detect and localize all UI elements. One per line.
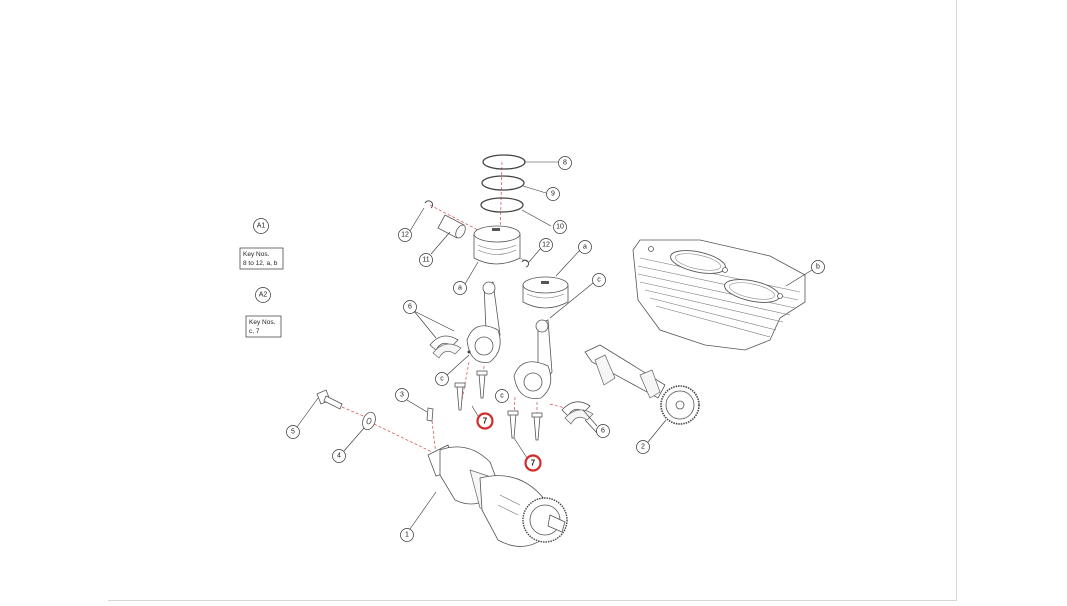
- callout-7-right: 7: [524, 454, 542, 472]
- callout-11: 11: [419, 253, 433, 267]
- callout-c-right-upper: c: [592, 273, 606, 287]
- callout-8: 8: [558, 156, 572, 170]
- callout-6-right-label: 6: [601, 428, 605, 435]
- callout-c-right-lower-label: c: [500, 393, 504, 400]
- callout-a-left-label: a: [458, 285, 462, 292]
- balancer-shaft: [584, 344, 700, 425]
- callout-c-right-upper-label: c: [597, 277, 601, 284]
- gudgeon-pin: [437, 214, 466, 239]
- callout-11-label: 11: [422, 257, 429, 264]
- crank-bolt: [316, 389, 376, 422]
- callout-b-label: b: [816, 264, 820, 271]
- legend-a2-circle-label: A2: [259, 292, 268, 299]
- callout-1-label: 1: [405, 532, 409, 539]
- callout-c-left-label: c: [440, 376, 444, 383]
- oil-control-ring: [480, 197, 524, 213]
- callout-10-label: 10: [556, 224, 564, 231]
- left-conrod-bolts: [454, 370, 488, 411]
- callout-8-label: 8: [563, 160, 567, 167]
- crankshaft: [427, 444, 568, 547]
- callout-3: 3: [395, 388, 409, 402]
- crank-washer: [362, 411, 433, 453]
- right-conrod-bolts: [507, 410, 543, 441]
- callout-a-left: a: [453, 281, 467, 295]
- callout-7-left-label: 7: [483, 417, 488, 426]
- callout-c-left: c: [435, 372, 449, 386]
- left-circlip: [424, 200, 433, 209]
- legend-a1-circle-label: A1: [257, 223, 266, 230]
- callout-3-label: 3: [400, 392, 404, 399]
- second-compression-ring: [481, 175, 525, 191]
- callout-9-label: 9: [551, 191, 555, 198]
- callout-4-label: 4: [337, 453, 341, 460]
- legend-a1: A1 Key Nos. 8 to 12, a, b: [239, 218, 284, 270]
- callout-7-left: 7: [476, 412, 494, 430]
- callout-6-left: 6: [403, 300, 417, 314]
- callout-10: 10: [553, 220, 567, 234]
- callout-2: 2: [636, 440, 650, 454]
- cylinder-block: [632, 239, 806, 351]
- callout-4: 4: [332, 449, 346, 463]
- callout-1: 1: [400, 528, 414, 542]
- left-connecting-rod: [461, 281, 501, 401]
- callout-a-right-label: a: [583, 244, 587, 251]
- right-piston: [521, 259, 569, 309]
- legend-a2-box-line1: Key Nos.: [249, 319, 276, 326]
- left-piston-assembly: [424, 200, 529, 265]
- right-bearing-shells: [561, 401, 594, 425]
- callout-12-left: 12: [398, 228, 412, 242]
- left-piston: [473, 225, 521, 265]
- callout-5-label: 5: [291, 429, 295, 436]
- leader-lines: [296, 161, 813, 530]
- callout-6-left-label: 6: [408, 304, 412, 311]
- legend-a1-box-line2: 8 to 12, a, b: [243, 260, 278, 267]
- callout-12-right: 12: [539, 238, 553, 252]
- callout-9: 9: [546, 187, 560, 201]
- page-frame-right-border: [956, 0, 957, 601]
- right-circlip: [521, 259, 530, 268]
- callout-b: b: [811, 260, 825, 274]
- top-compression-ring: [482, 154, 526, 170]
- callout-6-right: 6: [596, 424, 610, 438]
- callout-5: 5: [286, 425, 300, 439]
- dowel-pin: [426, 407, 437, 456]
- callout-12-right-label: 12: [542, 242, 550, 249]
- left-bearing-shells: [429, 335, 462, 359]
- legend-a2: A2 Key Nos. c, 7: [245, 287, 282, 338]
- callout-a-right: a: [578, 240, 592, 254]
- callout-12-left-label: 12: [401, 232, 409, 239]
- callout-7-right-label: 7: [531, 459, 536, 468]
- legend-a1-box-line1: Key Nos.: [243, 251, 270, 258]
- callout-c-right-lower: c: [495, 389, 509, 403]
- callout-2-label: 2: [641, 444, 645, 451]
- legend-a2-box-line2: c, 7: [249, 328, 260, 335]
